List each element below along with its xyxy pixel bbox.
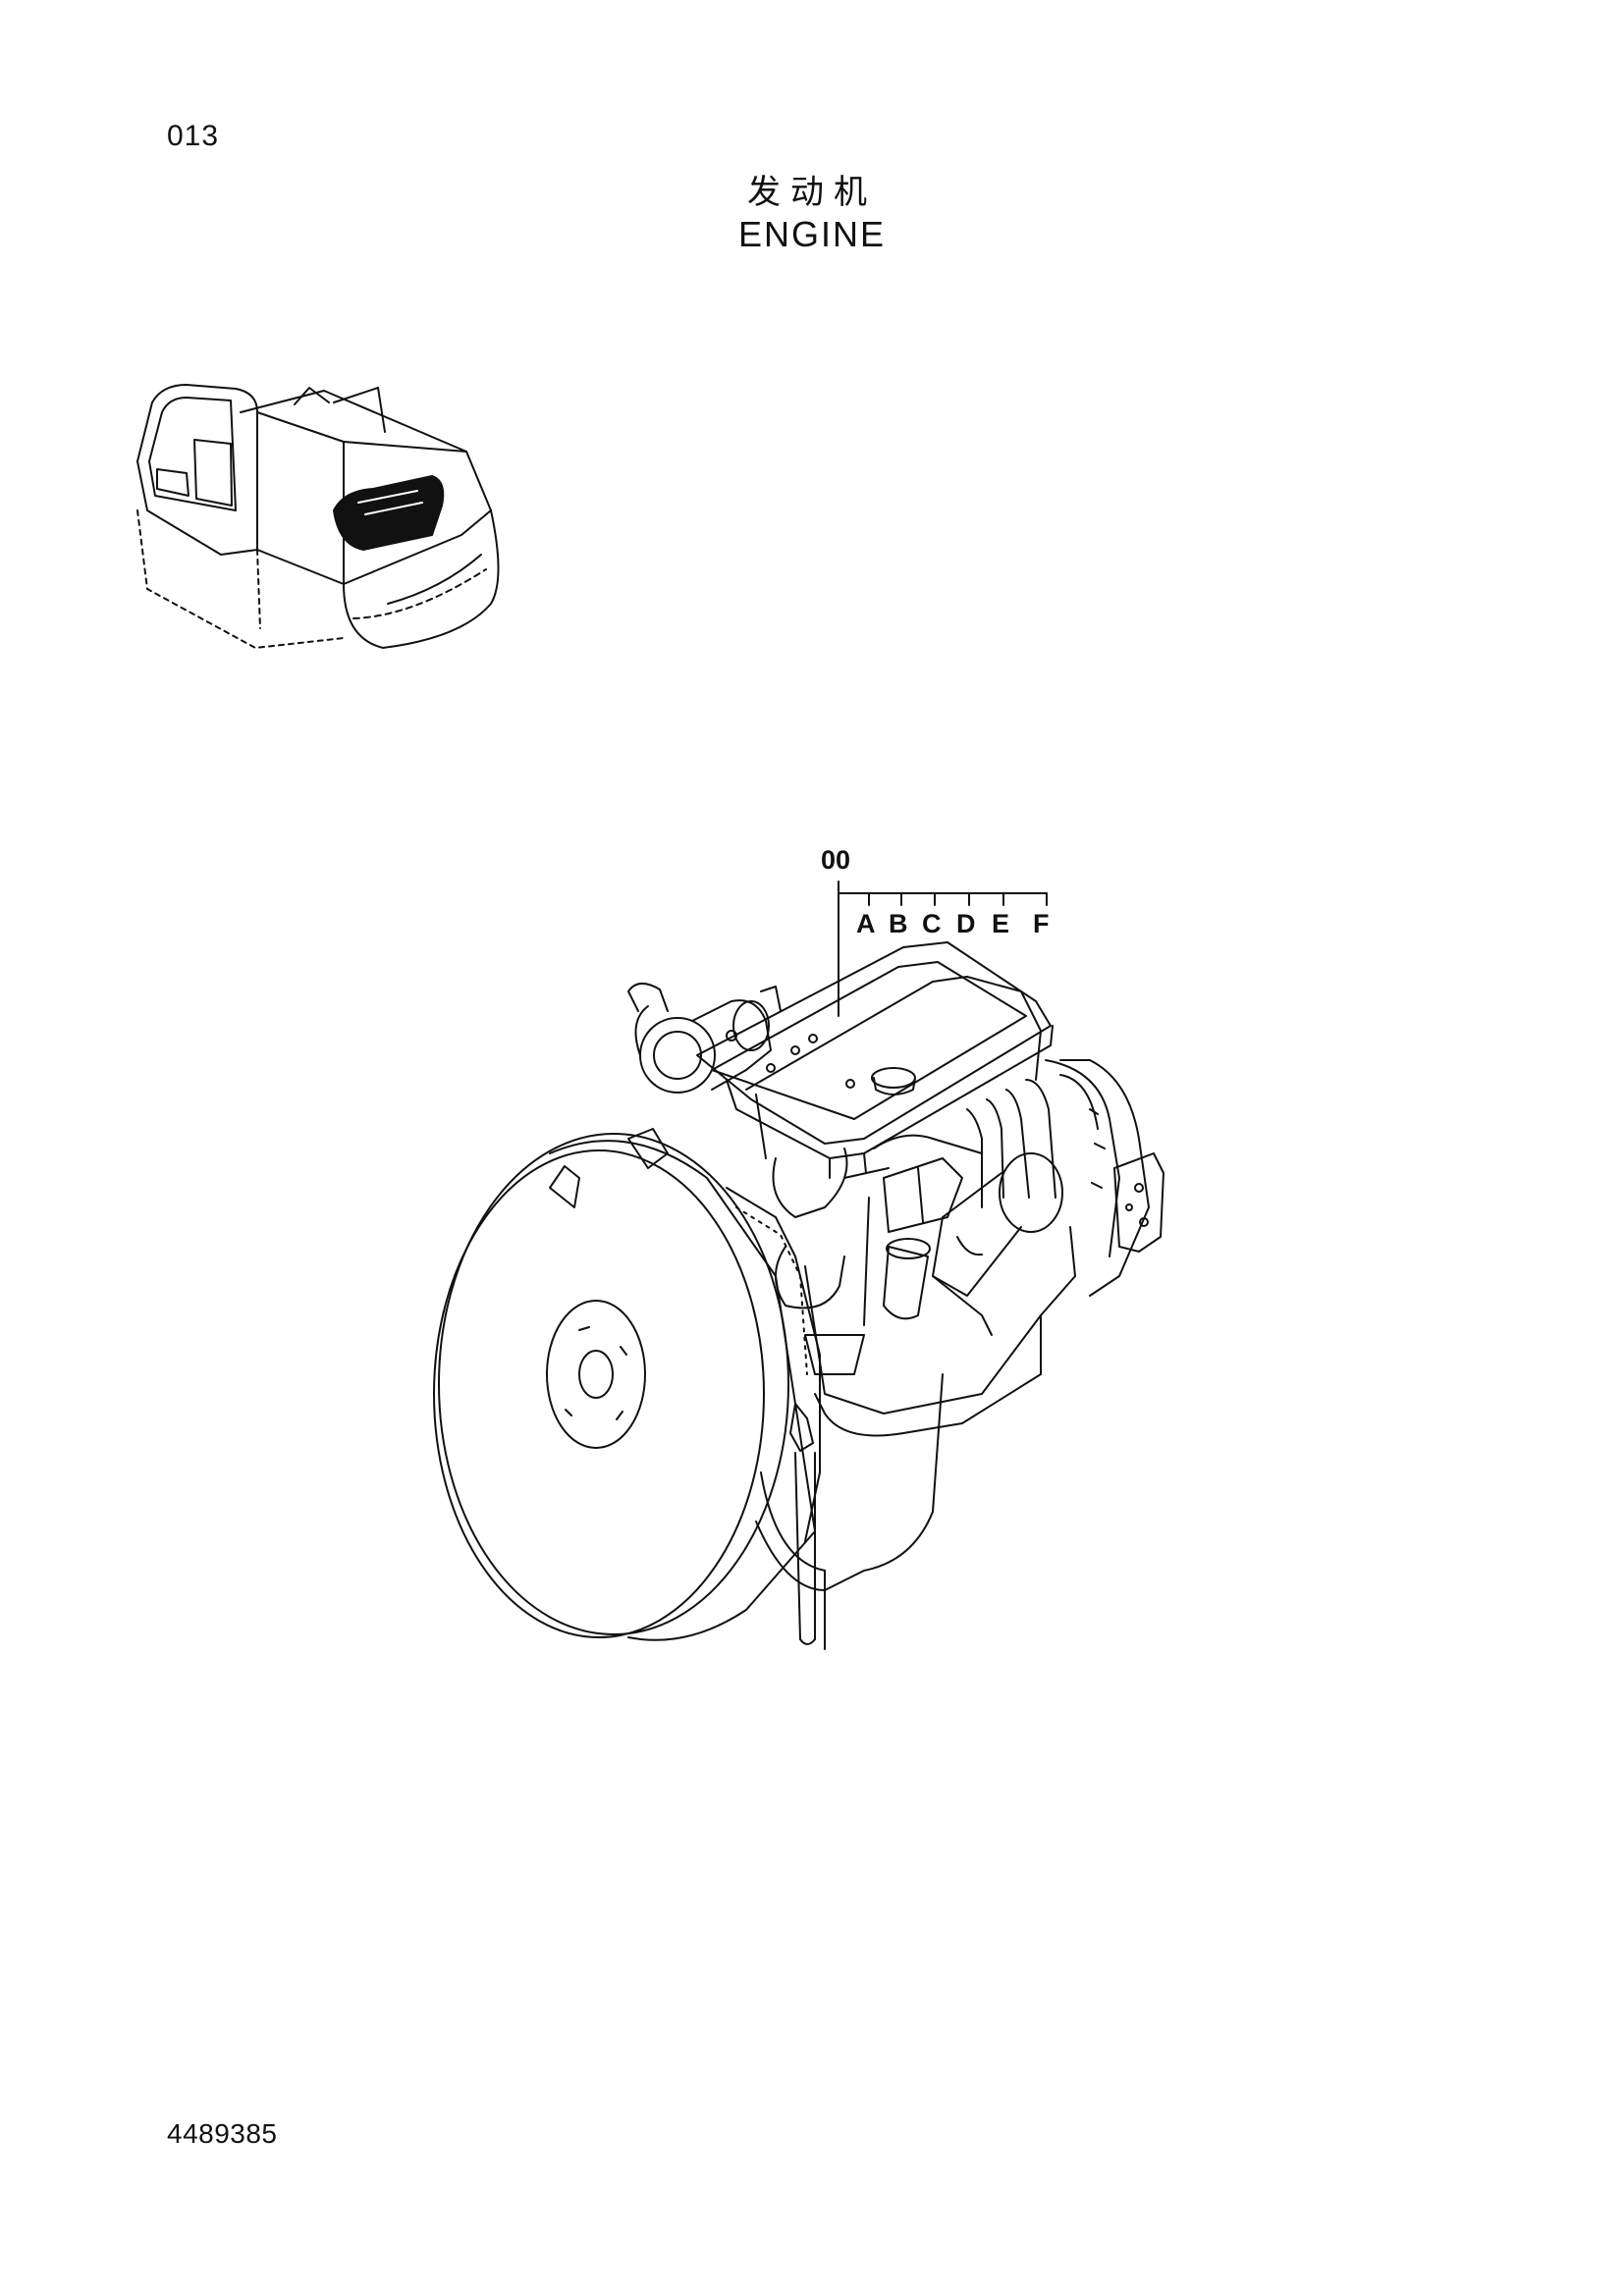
page-number: 013 (167, 120, 220, 152)
title-english: ENGINE (737, 214, 887, 254)
callout-variant-f: F (1033, 909, 1050, 938)
excavator-locator-icon (136, 384, 500, 649)
callout-variant-c: C (922, 909, 942, 938)
callout-main: 00 (821, 845, 850, 875)
document-code: 4489385 (167, 2118, 278, 2149)
engine-assembly-illustration (433, 941, 1164, 1650)
callout-variant-e: E (992, 909, 1009, 938)
title-chinese: 发动机 (747, 173, 877, 212)
callout-variant-d: D (956, 909, 976, 938)
callout-variant-b: B (889, 909, 908, 938)
callout-variant-a: A (856, 909, 876, 938)
callout-bracket: 00 A B C D E F (821, 845, 1050, 1017)
